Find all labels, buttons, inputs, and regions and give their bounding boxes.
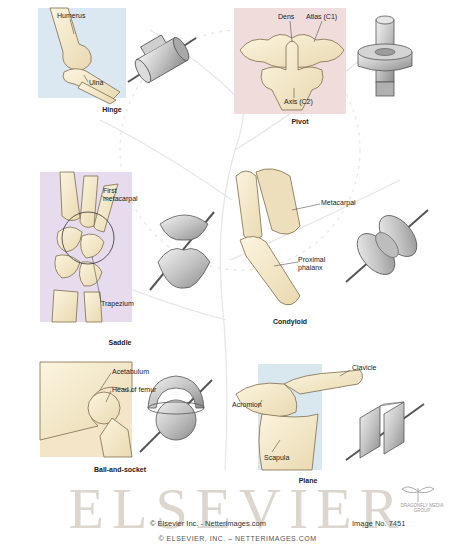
- part-label: Clavicle: [352, 364, 392, 372]
- condyloid-model: [346, 209, 428, 282]
- hinge-cylinder-end: [132, 57, 154, 85]
- leader-line: [340, 370, 350, 376]
- joint-illustration: [236, 169, 300, 305]
- hinge-model: [128, 27, 192, 84]
- joint-illustration: [52, 172, 118, 322]
- panel-background: [40, 362, 132, 457]
- joint-illustration: [258, 370, 350, 452]
- part-label: Scapula: [264, 454, 304, 462]
- copyright-banner: © ELSEVIER, INC. – NETTERIMAGES.COM: [100, 535, 375, 543]
- copyright-note: © Elsevier Inc. - Netterimages.com: [150, 520, 320, 529]
- part-label: Humerus: [57, 12, 97, 20]
- carpal-bone: [57, 227, 82, 252]
- metacarpal-bone: [60, 172, 80, 221]
- proximal-phalanx-bone: [240, 236, 300, 304]
- leader-line: [294, 88, 295, 98]
- leader-line: [274, 262, 298, 266]
- leader-line: [70, 19, 74, 34]
- saddle-model: [150, 212, 214, 290]
- part-label: Ulna: [89, 79, 119, 87]
- femur-neck: [100, 418, 132, 457]
- joint-illustration: [236, 370, 363, 470]
- pivot-peg-top: [376, 16, 394, 24]
- socket-rim: [148, 402, 204, 414]
- plane-block-top: [380, 402, 404, 406]
- axis-rod: [150, 212, 214, 290]
- saddle-lower: [158, 249, 210, 289]
- part-label: Trapezium: [101, 300, 146, 308]
- leader-line: [106, 391, 111, 402]
- joint-illustration: [100, 373, 111, 402]
- leader-line: [100, 373, 111, 390]
- pivot-base: [376, 82, 394, 96]
- ball: [156, 400, 196, 440]
- scapula-bone: [259, 414, 318, 470]
- carpal-bone: [55, 255, 80, 278]
- metacarpal-bone: [256, 169, 300, 234]
- hinge-model: [128, 27, 196, 84]
- joint-type-label: Pivot: [270, 118, 330, 126]
- pivot-peg: [376, 20, 394, 82]
- acromion-bone: [236, 383, 297, 416]
- femur-head: [88, 392, 120, 424]
- plane-block: [384, 402, 404, 454]
- joint-type-label: Saddle: [90, 339, 150, 347]
- joint-illustration: [50, 8, 120, 104]
- pivot-ring-hole: [375, 49, 395, 56]
- logo-text: DRAGONFLY MEDIA GROUP: [392, 503, 452, 513]
- panel-background: [40, 172, 132, 322]
- part-label: First metacarpal: [103, 187, 143, 203]
- image-number: Image No. 7451: [352, 520, 432, 529]
- panel-background: [234, 8, 346, 114]
- joint-illustration: [40, 362, 132, 457]
- joint-illustration: [92, 196, 108, 302]
- hinge-bracket: [141, 35, 166, 55]
- carpal-bone: [79, 262, 102, 287]
- saddle-upper: [160, 215, 208, 240]
- leader-line: [292, 204, 320, 210]
- socket-cup: [148, 376, 204, 408]
- tree-trunk: [220, 70, 244, 470]
- pivot-model: [358, 16, 412, 96]
- part-label: Proximal phalanx: [298, 256, 338, 272]
- part-label: Acetabulum: [112, 368, 167, 376]
- joint-type-label: Condyloid: [260, 318, 320, 326]
- clavicle-bone: [284, 370, 363, 394]
- trapezium-bone: [81, 234, 104, 258]
- part-label: Metacarpal: [321, 199, 371, 207]
- distal-phalanx: [236, 171, 262, 240]
- condyle-disc: [372, 209, 424, 264]
- hinge-cylinder-end: [170, 35, 192, 63]
- part-label: Acromion: [232, 401, 272, 409]
- joint-illustration: [290, 21, 322, 98]
- leader-line: [290, 21, 292, 42]
- part-label: Axis (C2): [284, 98, 329, 106]
- leader-line: [272, 440, 280, 452]
- logo-wings: [402, 487, 434, 493]
- logo-body: [418, 488, 419, 502]
- leader-line: [84, 75, 88, 82]
- pivot-ring-top: [358, 44, 412, 60]
- radius-bone: [52, 290, 78, 322]
- joint-illustration: [240, 34, 344, 110]
- ulna-bone: [84, 292, 102, 322]
- tree-watermark: [60, 30, 400, 470]
- part-label: Dens: [278, 13, 302, 21]
- part-label: Head of femur: [112, 386, 172, 394]
- leader-line: [92, 256, 101, 302]
- watermark: ELSEVIER: [0, 476, 475, 543]
- condyle-knob: [371, 228, 403, 261]
- part-label: Atlas (C1): [306, 13, 351, 21]
- joint-illustration: [70, 19, 88, 82]
- joint-type-label: Ball-and-socket: [75, 466, 165, 474]
- joint-type-label: Hinge: [82, 106, 142, 114]
- plane-model: [346, 402, 424, 460]
- leader-line: [314, 21, 322, 42]
- dragonfly-logo: [402, 487, 434, 502]
- highlight-circle: [62, 212, 114, 264]
- plane-block: [360, 406, 380, 458]
